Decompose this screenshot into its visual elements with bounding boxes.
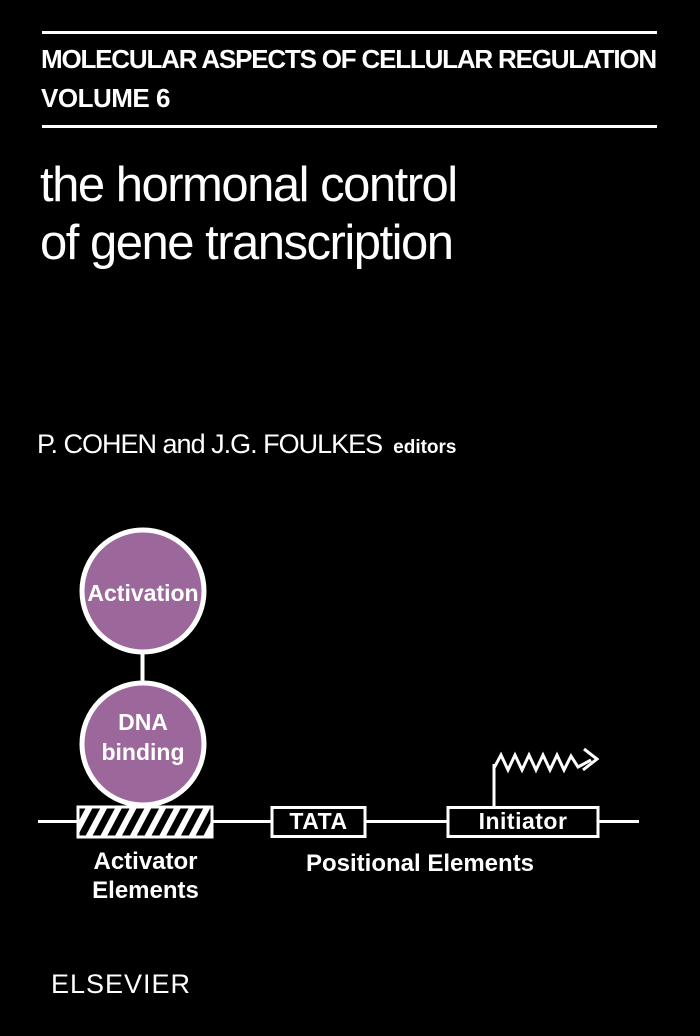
header-rule-top [42, 31, 657, 34]
activator-caption-line1: Activator [93, 848, 198, 875]
initiator-box-label: Initiator [478, 808, 568, 834]
book-title-line1: the hormonal control [40, 158, 458, 212]
publisher-name: ELSEVIER [51, 969, 192, 999]
editors-line: P. COHEN and J.G. FOULKES editors [37, 429, 457, 460]
activator-caption-line2: Elements [92, 877, 199, 904]
editor-names: P. COHEN and J.G. FOULKES [37, 429, 383, 459]
activation-node-circle [79, 527, 207, 655]
tata-box-label: TATA [289, 808, 348, 834]
initiator-box [446, 806, 600, 838]
book-title-line2: of gene transcription [40, 216, 454, 270]
book-title: the hormonal control of gene transcripti… [40, 156, 458, 272]
header-rule-bottom [42, 125, 657, 128]
activation-node-label: Activation [87, 580, 199, 606]
activator-element-box [76, 805, 214, 839]
dna-binding-node-label: DNA binding [83, 707, 203, 767]
activator-elements-caption: Activator Elements [63, 847, 228, 905]
positional-elements-caption: Positional Elements [305, 850, 535, 877]
editors-label: editors [393, 437, 457, 458]
series-volume: VOLUME 6 [41, 83, 170, 113]
tata-box [270, 806, 367, 838]
dna-binding-label-line2: binding [101, 739, 185, 765]
dna-binding-node-circle [79, 680, 207, 808]
series-title: MOLECULAR ASPECTS OF CELLULAR REGULATION [41, 44, 657, 74]
transcription-start-arrow [492, 747, 600, 807]
dna-binding-label-line1: DNA [118, 709, 168, 735]
